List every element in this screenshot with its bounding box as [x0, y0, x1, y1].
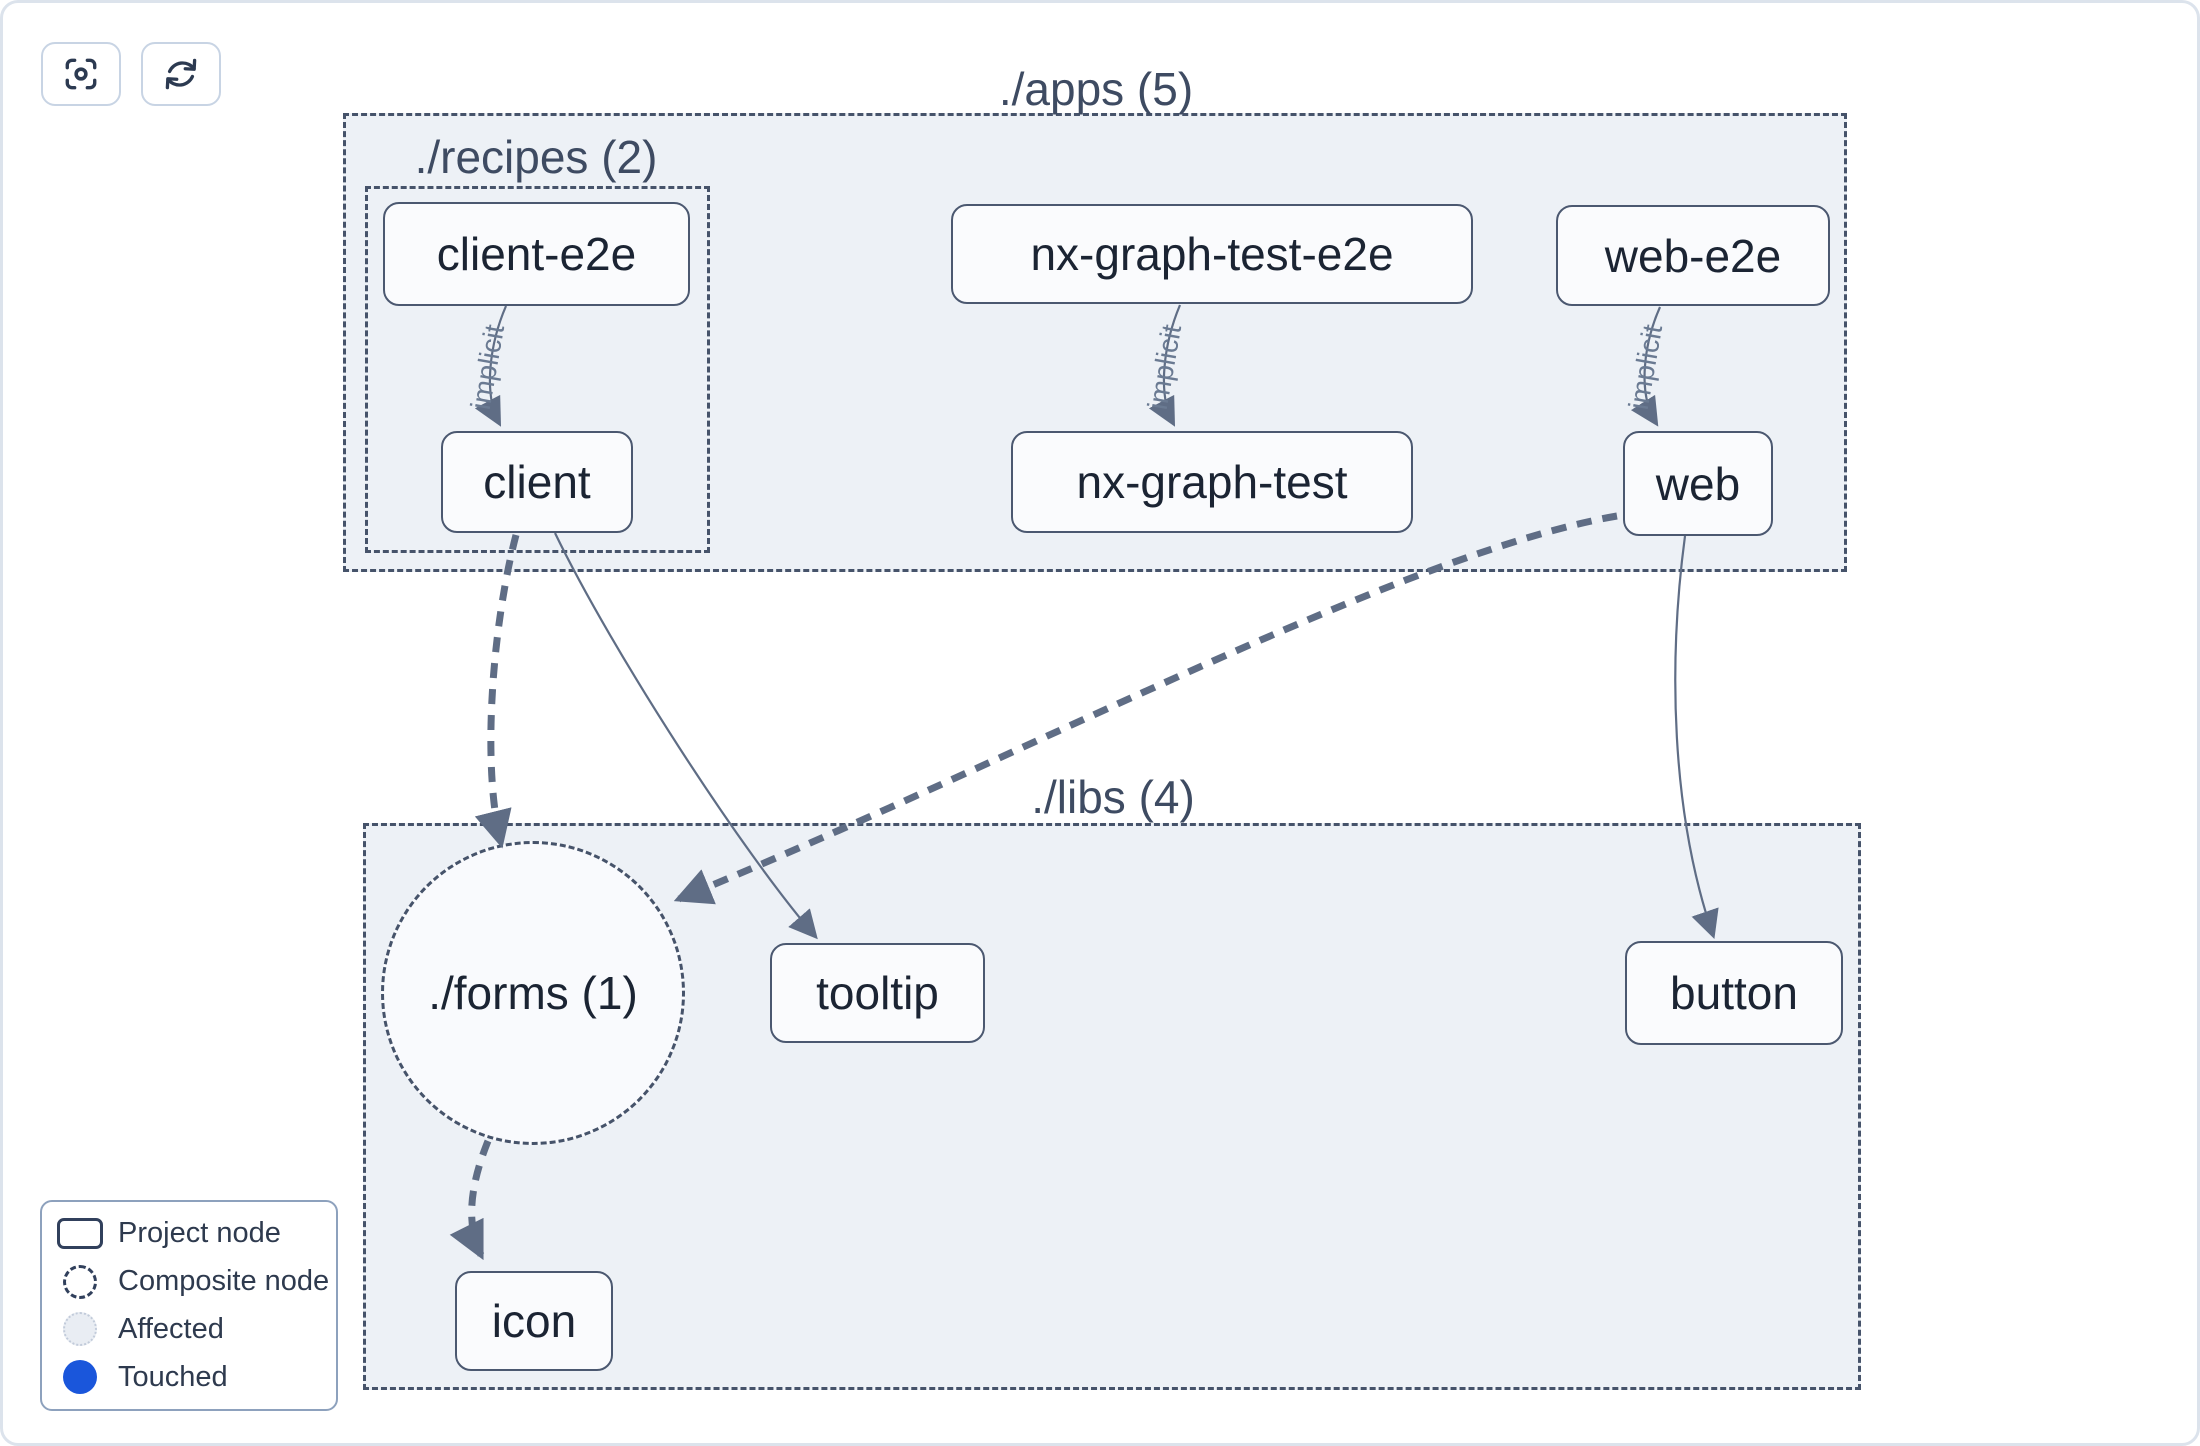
- node-nx-graph-test[interactable]: nx-graph-test: [1011, 431, 1413, 533]
- legend-label: Affected: [118, 1312, 224, 1345]
- node-web[interactable]: web: [1623, 431, 1773, 536]
- focus-icon: [65, 58, 97, 90]
- group-libs-label: ./libs (4): [1031, 771, 1195, 823]
- node-icon[interactable]: icon: [455, 1271, 613, 1371]
- node-web-e2e[interactable]: web-e2e: [1556, 205, 1830, 306]
- node-client[interactable]: client: [441, 431, 633, 533]
- affected-icon: [42, 1312, 118, 1347]
- legend: Project node Composite node Affected Tou…: [40, 1200, 338, 1411]
- legend-item-affected: Affected: [42, 1307, 336, 1351]
- focus-button[interactable]: [41, 42, 121, 106]
- legend-label: Touched: [118, 1360, 228, 1393]
- project-node-icon: [42, 1218, 118, 1250]
- composite-node-forms[interactable]: ./forms (1): [381, 841, 685, 1145]
- legend-item-composite-node: Composite node: [42, 1260, 336, 1304]
- legend-item-project-node: Project node: [42, 1212, 336, 1256]
- legend-label: Project node: [118, 1217, 281, 1250]
- refresh-button[interactable]: [141, 42, 221, 106]
- touched-icon: [42, 1360, 118, 1395]
- node-nx-graph-test-e2e[interactable]: nx-graph-test-e2e: [951, 204, 1473, 304]
- composite-node-icon: [42, 1264, 118, 1299]
- node-tooltip[interactable]: tooltip: [770, 943, 985, 1043]
- node-button[interactable]: button: [1625, 941, 1843, 1045]
- edge-client-to-forms[interactable]: [474, 534, 520, 849]
- node-client-e2e[interactable]: client-e2e: [383, 202, 690, 306]
- group-recipes-label: ./recipes (2): [414, 131, 658, 183]
- legend-label: Composite node: [118, 1265, 330, 1298]
- group-apps-label: ./apps (5): [998, 63, 1194, 115]
- refresh-icon: [165, 58, 197, 90]
- legend-item-touched: Touched: [42, 1355, 336, 1399]
